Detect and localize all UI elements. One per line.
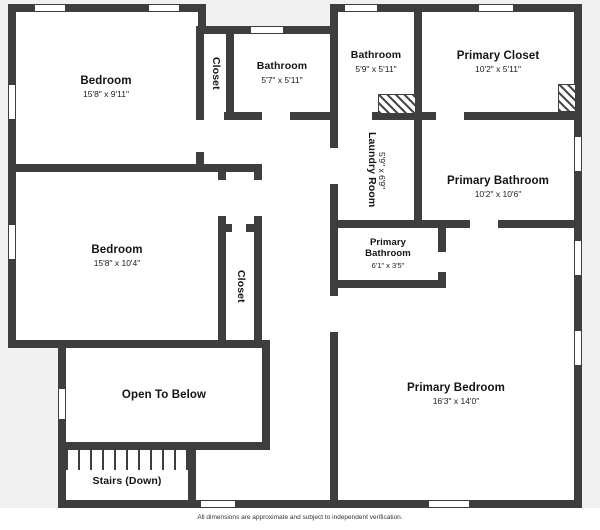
exterior-notch: [206, 0, 330, 26]
wall: [218, 216, 226, 348]
wall: [8, 340, 270, 348]
window-marker: [478, 4, 514, 12]
chimney-hatch-marker: [378, 94, 416, 114]
window-marker: [58, 388, 66, 420]
wall: [226, 26, 234, 120]
wall: [498, 220, 582, 228]
wall: [198, 4, 206, 34]
wall: [224, 112, 262, 120]
wall: [188, 442, 196, 508]
wall: [226, 224, 232, 232]
wall: [330, 112, 338, 148]
floor-area-primary-bedroom: [330, 348, 582, 508]
chimney-hatch-marker: [558, 84, 576, 112]
wall: [330, 184, 338, 228]
window-marker: [344, 4, 378, 12]
window-marker: [574, 240, 582, 276]
wall: [254, 216, 262, 348]
wall: [330, 4, 582, 12]
wall: [290, 112, 338, 120]
wall: [58, 500, 582, 508]
wall: [246, 224, 254, 232]
window-marker: [250, 26, 284, 34]
wall: [330, 332, 338, 508]
wall: [338, 220, 470, 228]
window-marker: [148, 4, 180, 12]
wall: [438, 228, 446, 252]
wall: [330, 280, 446, 288]
wall: [196, 26, 204, 120]
stair-treads: [66, 450, 188, 470]
wall: [58, 442, 270, 450]
wall: [414, 4, 422, 228]
window-marker: [574, 136, 582, 172]
wall: [254, 164, 262, 180]
wall: [58, 340, 66, 508]
wall: [422, 112, 436, 120]
wall: [372, 112, 414, 120]
wall: [330, 280, 338, 296]
floor-area-stairs-open: [58, 348, 270, 508]
wall: [8, 164, 262, 172]
footer-strip: [0, 508, 600, 530]
wall: [262, 340, 270, 450]
window-marker: [8, 84, 16, 120]
wall: [196, 152, 204, 172]
wall: [330, 228, 338, 280]
window-marker: [574, 330, 582, 366]
floor-area-corridor: [262, 348, 338, 508]
window-marker: [34, 4, 66, 12]
wall: [218, 164, 226, 180]
disclaimer-text: All dimensions are approximate and subje…: [197, 514, 403, 521]
window-marker: [8, 224, 16, 260]
window-marker: [428, 500, 470, 508]
wall: [8, 4, 16, 348]
window-marker: [200, 500, 236, 508]
floor-area-upper: [8, 4, 582, 348]
wall: [330, 4, 338, 120]
wall: [464, 112, 582, 120]
wall: [8, 4, 206, 12]
